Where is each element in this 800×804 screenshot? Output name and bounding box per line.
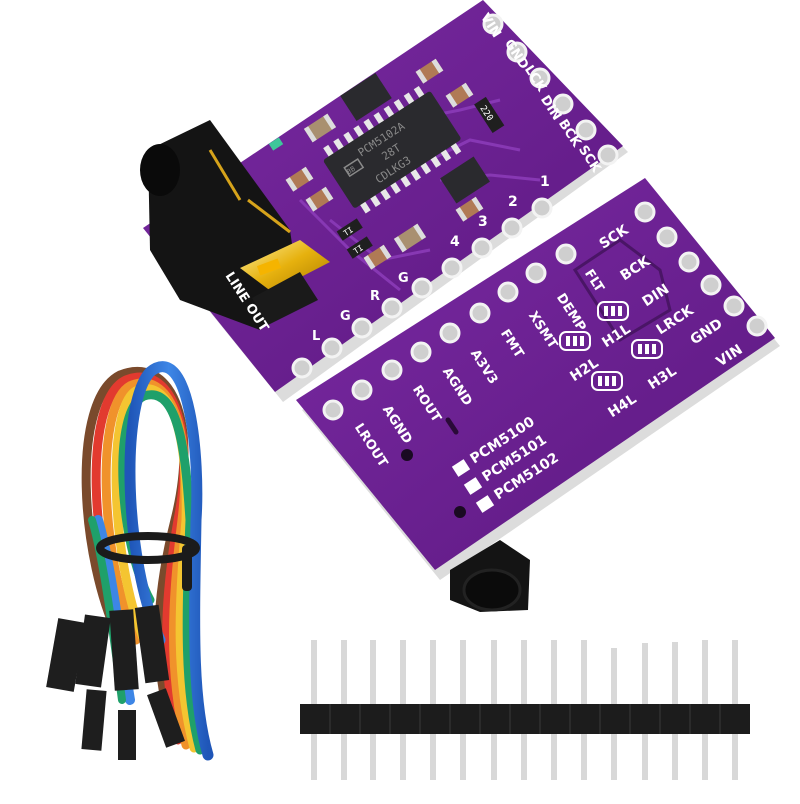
regulator-lower — [440, 156, 490, 204]
jumper-pin-numbers: 1 2 3 4 — [450, 174, 550, 250]
board-bottom: SCK BCK DIN LRCK GND VIN FLT DEMP XSMT F… — [296, 178, 780, 612]
audio-jack-top — [140, 120, 330, 330]
dupont-connectors — [46, 604, 185, 760]
audio-pin-g1: G — [340, 309, 351, 324]
chip-logo: BB — [345, 165, 356, 176]
power-led — [268, 137, 284, 151]
pin-number-1: 1 — [540, 174, 550, 190]
audio-pin-g2: G — [398, 271, 409, 286]
audio-pin-r: R — [370, 289, 380, 304]
pin-number-4: 4 — [450, 234, 460, 250]
resistor-ti-2: TI — [346, 236, 373, 259]
pin-header — [300, 640, 750, 780]
solder-jumpers — [559, 301, 663, 391]
capacitors — [285, 58, 484, 270]
top-board-pins-right — [482, 13, 619, 166]
top-board-pins-bottom — [291, 197, 553, 379]
regulator-upper — [340, 72, 392, 122]
board-top: BB PCM5102A 28T CDLKG3 220 TI — [140, 0, 628, 402]
pin-number-2: 2 — [508, 194, 518, 210]
jumper-wires — [81, 361, 214, 761]
audio-jack-bottom — [450, 540, 530, 612]
svg-text:TI: TI — [342, 225, 355, 238]
resistor-ti-1: TI — [336, 218, 363, 241]
audio-pin-labels: L G R G — [312, 271, 409, 344]
bottom-board-pins-left — [322, 243, 577, 421]
bottom-board-pins-right — [634, 201, 768, 337]
dac-chip: BB PCM5102A 28T CDLKG3 — [323, 85, 462, 214]
pin-number-3: 3 — [478, 214, 488, 230]
audio-pin-l: L — [312, 329, 320, 344]
cable-tie — [96, 532, 200, 591]
svg-text:TI: TI — [352, 243, 365, 256]
